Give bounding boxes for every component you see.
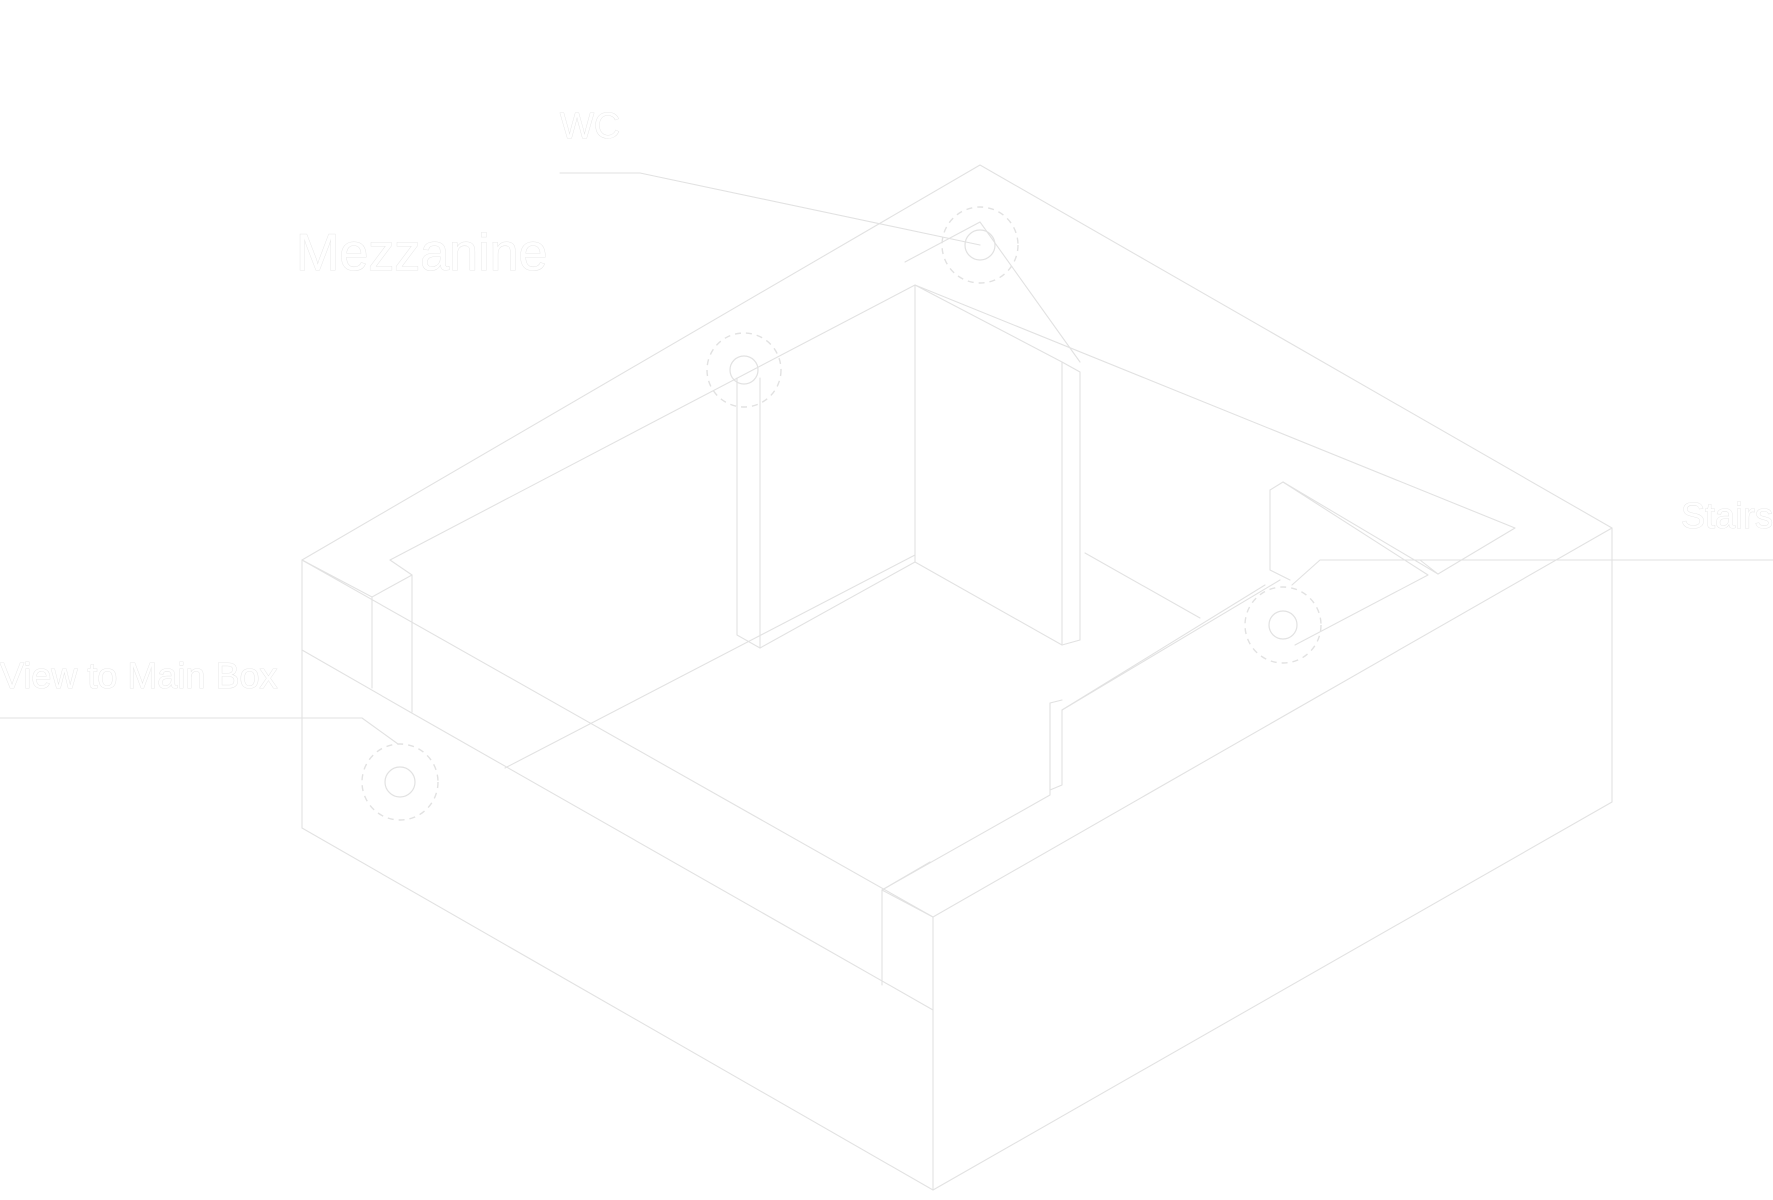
central-wall-face — [914, 284, 1063, 646]
stair-block-outline — [1269, 489, 1291, 581]
stair-block-top — [1269, 481, 1439, 575]
label-wc: WC — [560, 105, 620, 146]
marker-center — [729, 355, 759, 385]
viewpoint-marker-column[interactable] — [706, 332, 782, 408]
inner-floor-front-edge — [504, 554, 916, 769]
front-low-wall-top-corner — [881, 861, 931, 891]
front-low-wall-step — [881, 889, 934, 918]
label-main-box: View to Main Box — [0, 655, 277, 696]
diagram-title: Mezzanine — [296, 224, 547, 282]
inner-floor-outline — [389, 284, 1516, 575]
front-low-wall — [881, 699, 1063, 986]
slab-bottom-outline — [301, 801, 1613, 1191]
viewpoint-marker-stairs[interactable] — [1244, 586, 1322, 664]
viewpoint-marker-main-box[interactable] — [361, 743, 439, 821]
right-rail-outline — [1049, 584, 1266, 791]
leader-stairs — [1291, 559, 1773, 586]
marker-center — [384, 766, 416, 798]
central-wall-front-base — [759, 561, 916, 649]
inner-floor — [389, 284, 1516, 769]
front-column — [736, 377, 761, 649]
inner-floor-left-return — [389, 559, 413, 713]
floor-slab — [301, 164, 1613, 1191]
leader-wc — [559, 172, 981, 246]
front-low-wall-top — [881, 699, 1063, 891]
marker-ring — [941, 206, 1019, 284]
label-stairs: Stairs — [1681, 495, 1773, 536]
left-balustrade-base — [301, 649, 411, 713]
marker-ring — [706, 332, 782, 408]
leader-main-box — [0, 717, 399, 745]
marker-center — [1268, 610, 1298, 640]
central-wall-side — [1061, 361, 1081, 646]
left-balustrade — [301, 559, 934, 1011]
front-column-outline — [736, 377, 761, 649]
central-wall-cap — [904, 221, 1081, 363]
marker-center — [964, 229, 996, 261]
leader-lines — [0, 172, 1773, 745]
left-balustrade-diagonal — [409, 711, 934, 1011]
right-rail — [1049, 552, 1281, 791]
central-wall — [759, 221, 1081, 649]
marker-ring — [361, 743, 439, 821]
right-rail-inner — [1061, 579, 1281, 711]
stair-block — [1269, 481, 1439, 646]
stair-ramp — [1282, 481, 1429, 646]
right-rail-diagonal — [1084, 552, 1201, 619]
viewpoint-marker-wc[interactable] — [941, 206, 1019, 284]
marker-ring — [1244, 586, 1322, 664]
